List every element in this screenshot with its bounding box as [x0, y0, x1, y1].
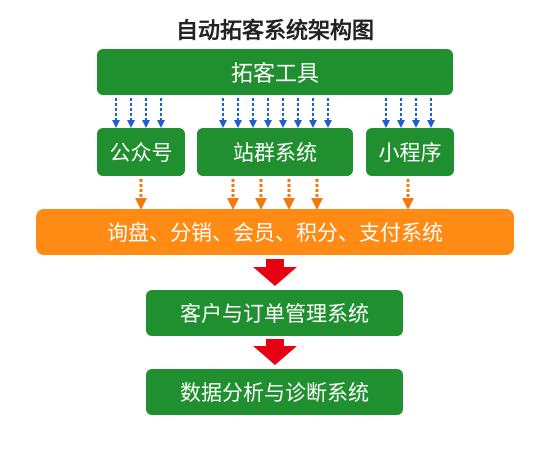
functions-bar: 询盘、分销、会员、积分、支付系统 — [36, 209, 514, 255]
channel-mini-program: 小程序 — [366, 128, 454, 176]
order-management-system: 客户与订单管理系统 — [146, 290, 403, 336]
channel-label-0: 公众号 — [109, 141, 173, 165]
red-arrow-to-analysis-system-icon — [253, 339, 297, 365]
analysis-system-label: 数据分析与诊断系统 — [180, 381, 369, 405]
channel-label-1: 站群系统 — [233, 141, 317, 165]
diagram-title: 自动拓客系统架构图 — [175, 19, 374, 44]
blue-arrows-to-site-group — [219, 98, 332, 128]
functions-bar-label: 询盘、分销、会员、积分、支付系统 — [107, 221, 443, 245]
top-node-tuoke-tools: 拓客工具 — [97, 49, 453, 95]
channel-site-group: 站群系统 — [197, 128, 353, 176]
top-node-label: 拓客工具 — [230, 62, 319, 87]
blue-arrows-to-mini-program — [382, 98, 435, 128]
channel-official-account: 公众号 — [97, 128, 185, 176]
channel-label-2: 小程序 — [378, 141, 442, 165]
orange-arrows-to-functions — [135, 179, 414, 210]
data-analysis-system: 数据分析与诊断系统 — [146, 369, 403, 415]
order-system-label: 客户与订单管理系统 — [180, 302, 369, 326]
blue-arrows-to-official-account — [112, 98, 165, 128]
red-arrow-to-order-system-icon — [253, 259, 297, 286]
